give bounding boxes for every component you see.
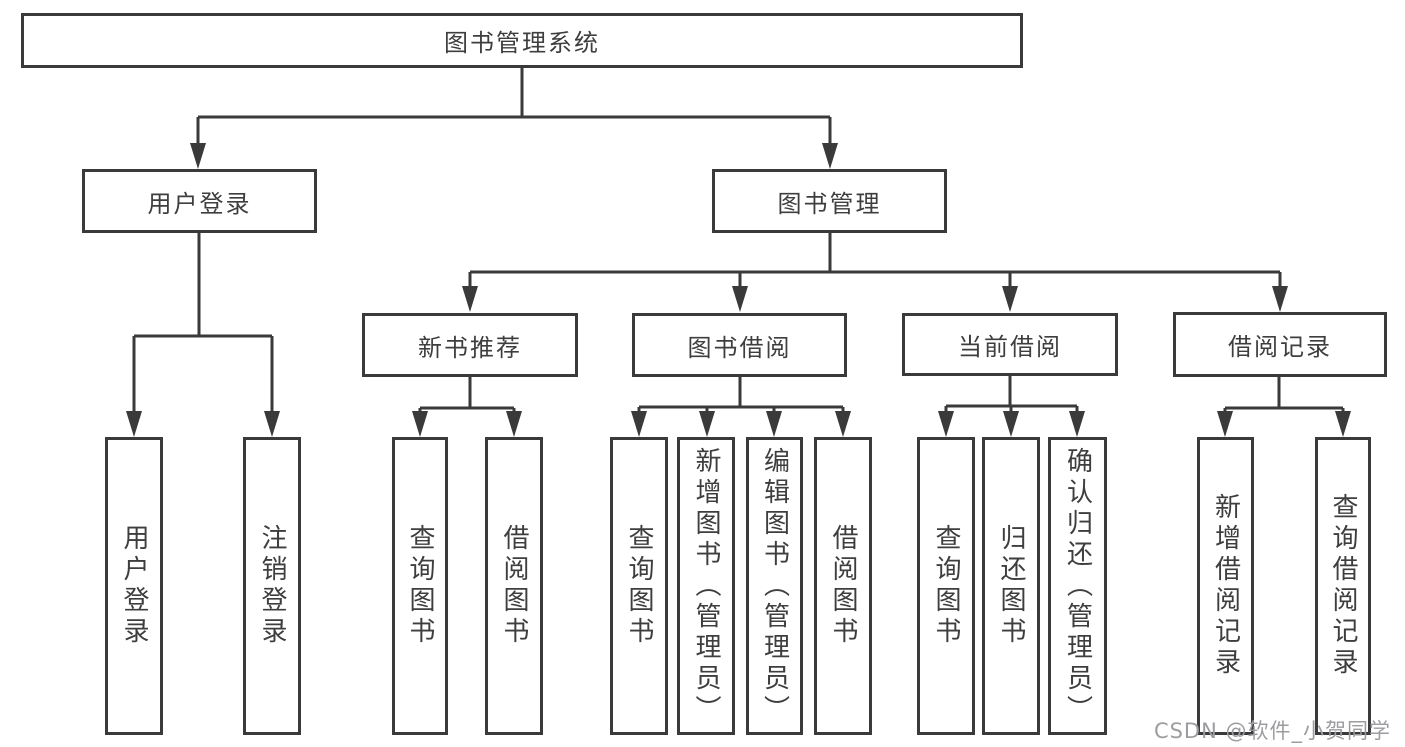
node-return-book: 归还图书 [982, 437, 1040, 735]
node-borrow-book-1: 借阅图书 [485, 437, 543, 735]
arrowhead-icon [264, 411, 280, 437]
node-borrow-book-2: 借阅图书 [814, 437, 872, 735]
node-new-book-recommend: 新书推荐 [362, 313, 578, 377]
node-logout: 注销登录 [243, 437, 301, 735]
arrowhead-icon [462, 286, 478, 312]
node-edit-book-admin: 编辑图书（管理员） [746, 437, 803, 735]
node-user-login-leaf: 用户登录 [105, 437, 163, 735]
node-current-borrow: 当前借阅 [902, 313, 1118, 376]
node-add-borrow-record: 新增借阅记录 [1197, 437, 1254, 735]
edge-from-new-book-recommend [412, 377, 522, 437]
node-query-borrow-record: 查询借阅记录 [1315, 437, 1371, 735]
arrowhead-icon [190, 143, 206, 169]
node-query-book-3: 查询图书 [917, 437, 975, 735]
node-user-login: 用户登录 [82, 169, 317, 233]
edge-from-book-management [462, 233, 1288, 312]
arrowhead-icon [506, 411, 522, 437]
node-query-book-2: 查询图书 [610, 437, 668, 735]
node-query-book-1: 查询图书 [392, 437, 448, 735]
arrowhead-icon [699, 411, 715, 437]
arrowhead-icon [822, 143, 838, 169]
edge-from-borrow-records [1217, 377, 1351, 437]
arrowhead-icon [938, 411, 954, 437]
arrowhead-icon [1217, 411, 1233, 437]
node-book-borrow: 图书借阅 [632, 313, 847, 377]
node-confirm-return-admin: 确认归还（管理员） [1048, 437, 1107, 735]
arrowhead-icon [412, 411, 428, 437]
node-root: 图书管理系统 [21, 13, 1023, 68]
arrowhead-icon [1003, 411, 1019, 437]
node-borrow-records: 借阅记录 [1173, 312, 1387, 377]
arrowhead-icon [732, 286, 748, 312]
arrowhead-icon [835, 411, 851, 437]
arrowhead-icon [126, 411, 142, 437]
arrowhead-icon [1002, 286, 1018, 312]
arrowhead-icon [1335, 411, 1351, 437]
arrowhead-icon [631, 411, 647, 437]
edge-from-current-borrow [938, 376, 1085, 437]
edge-from-book-borrow [631, 377, 851, 437]
arrowhead-icon [1069, 411, 1085, 437]
edge-from-user-login [126, 233, 280, 437]
node-book-management: 图书管理 [712, 169, 947, 233]
arrowhead-icon [1272, 286, 1288, 312]
watermark: CSDN @软件_小贺同学 [1153, 719, 1391, 743]
arrowhead-icon [766, 411, 782, 437]
edge-from-root [190, 68, 838, 169]
node-add-book-admin: 新增图书（管理员） [677, 437, 735, 735]
